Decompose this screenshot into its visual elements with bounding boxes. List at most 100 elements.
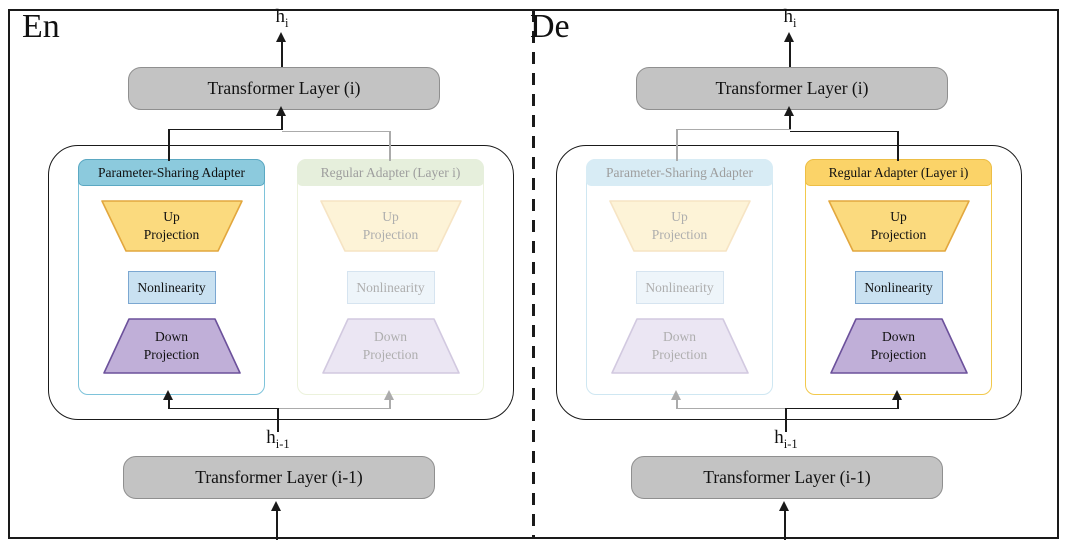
connector-line-active xyxy=(790,130,898,132)
hidden-state-top-label: hi xyxy=(765,6,815,31)
down-label-line1: Down xyxy=(155,329,188,345)
hidden-state-bottom-label: hi-1 xyxy=(761,427,811,452)
transformer-layer-i-box: Transformer Layer (i) xyxy=(636,67,948,110)
connector-line-faded xyxy=(389,398,391,409)
arrow-up-icon-faded xyxy=(383,390,394,400)
adapter-header: Regular Adapter (Layer i) xyxy=(805,159,992,186)
arrow-up-icon xyxy=(784,32,794,42)
hidden-state-bottom-label: hi-1 xyxy=(253,427,303,452)
transformer-layer-i-1-box: Transformer Layer (i-1) xyxy=(123,456,435,499)
arrow-up-icon xyxy=(270,501,281,511)
arrow-line xyxy=(281,40,283,67)
connector-line-active xyxy=(168,128,170,161)
arrow-up-icon xyxy=(778,501,789,511)
adapter-header: Parameter-Sharing Adapter xyxy=(586,159,773,186)
arrow-up-icon xyxy=(891,390,902,400)
arrow-up-icon xyxy=(276,106,286,116)
connector-line-faded xyxy=(282,130,390,132)
connector-line-faded xyxy=(278,407,391,410)
panel-title: En xyxy=(22,8,60,45)
down-label-line2: Projection xyxy=(651,347,708,362)
h-base: h xyxy=(275,6,286,27)
connector-line xyxy=(281,112,283,129)
connector-line xyxy=(277,407,279,432)
transformer-layer-i-label: Transformer Layer (i) xyxy=(207,78,361,98)
connector-line-faded xyxy=(676,128,678,161)
adapter-name: Regular Adapter (Layer i) xyxy=(828,164,969,180)
up-label-line1: Up xyxy=(671,209,688,225)
arrow-up-icon xyxy=(162,390,173,400)
down-label-line2: Projection xyxy=(362,347,419,362)
nonlinearity-label: Nonlinearity xyxy=(645,279,714,295)
h-subscript: i-1 xyxy=(275,436,290,451)
arrow-line xyxy=(276,510,278,540)
connector-line-faded xyxy=(676,128,791,131)
down-label-line2: Projection xyxy=(143,347,200,362)
adapter-name: Regular Adapter (Layer i) xyxy=(320,164,461,180)
connector-line xyxy=(785,407,787,432)
up-label-line1: Up xyxy=(890,209,907,225)
connector-line xyxy=(789,112,791,129)
down-label-line1: Down xyxy=(374,329,407,345)
nonlinearity-shape: Nonlinearity xyxy=(127,271,216,304)
adapter-header: Parameter-Sharing Adapter xyxy=(78,159,265,186)
nonlinearity-shape: Nonlinearity xyxy=(635,271,724,304)
up-label-line2: Projection xyxy=(143,227,200,242)
adapter-name: Parameter-Sharing Adapter xyxy=(97,164,246,180)
h-subscript: i-1 xyxy=(783,436,798,451)
adapter-header: Regular Adapter (Layer i) xyxy=(297,159,484,186)
connector-line-active xyxy=(168,407,279,410)
down-label-line1: Down xyxy=(882,329,915,345)
hidden-state-top-label: hi xyxy=(257,6,307,31)
panel-decoder: De hi Transformer Layer (i) Parameter-Sh… xyxy=(518,0,1042,547)
transformer-layer-i-1-label: Transformer Layer (i-1) xyxy=(703,467,871,487)
h-subscript: i xyxy=(793,15,797,30)
up-label-line1: Up xyxy=(382,209,399,225)
down-label-line1: Down xyxy=(663,329,696,345)
nonlinearity-label: Nonlinearity xyxy=(356,279,425,295)
arrow-line xyxy=(784,510,786,540)
h-base: h xyxy=(783,6,794,27)
transformer-layer-i-box: Transformer Layer (i) xyxy=(128,67,440,110)
connector-line-active xyxy=(786,407,899,410)
connector-line-active xyxy=(897,398,899,409)
nonlinearity-label: Nonlinearity xyxy=(864,279,933,295)
arrow-up-icon xyxy=(784,106,794,116)
h-base: h xyxy=(266,427,276,448)
arrow-line xyxy=(789,40,791,67)
up-label-line2: Projection xyxy=(362,227,419,242)
transformer-layer-i-1-box: Transformer Layer (i-1) xyxy=(631,456,943,499)
h-subscript: i xyxy=(285,15,289,30)
transformer-layer-i-label: Transformer Layer (i) xyxy=(715,78,869,98)
connector-line-active xyxy=(168,128,283,131)
connector-line-active xyxy=(897,130,899,161)
connector-line-active xyxy=(168,398,170,409)
arrow-up-icon xyxy=(276,32,286,42)
connector-line-faded xyxy=(389,130,391,161)
connector-line-faded xyxy=(676,398,678,409)
connector-line-faded xyxy=(676,407,787,410)
nonlinearity-label: Nonlinearity xyxy=(137,279,206,295)
transformer-layer-i-1-label: Transformer Layer (i-1) xyxy=(195,467,363,487)
panel-encoder: En hi Transformer Layer (i) Parameter-Sh… xyxy=(10,0,534,547)
arrow-up-icon-faded xyxy=(670,390,681,400)
dashed-divider xyxy=(532,10,535,538)
adapter-name: Parameter-Sharing Adapter xyxy=(605,164,754,180)
up-label-line1: Up xyxy=(163,209,180,225)
nonlinearity-shape: Nonlinearity xyxy=(346,271,435,304)
panel-title: De xyxy=(530,8,570,45)
down-label-line2: Projection xyxy=(870,347,927,362)
up-label-line2: Projection xyxy=(870,227,927,242)
nonlinearity-shape: Nonlinearity xyxy=(854,271,943,304)
